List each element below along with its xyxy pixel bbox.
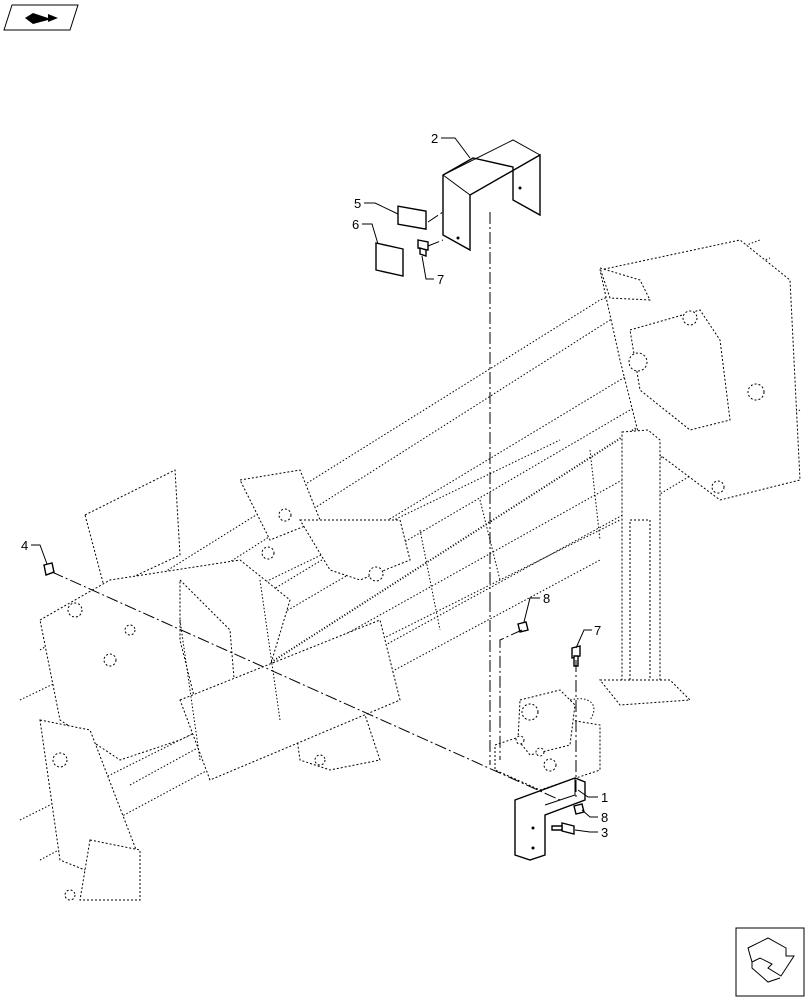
callout-8-upper: 8: [543, 591, 550, 606]
part-nut-left: [43, 562, 55, 576]
callout-labels: 2 5 6 7 4 8 7 1 8 3: [21, 131, 608, 840]
part-nut-upper: [517, 621, 529, 633]
previous-page-icon[interactable]: [3, 4, 79, 31]
assembly-lines: [51, 211, 577, 801]
part-bolt-right: [571, 645, 581, 667]
callout-6: 6: [352, 217, 359, 232]
callout-7-upper: 7: [437, 272, 444, 287]
callout-1: 1: [601, 790, 608, 805]
callout-4: 4: [21, 538, 28, 553]
callout-7-right: 7: [594, 623, 601, 638]
part-decal-small: [397, 205, 427, 230]
boom-frame: [19, 239, 801, 901]
callout-3: 3: [601, 825, 608, 840]
callout-8-lower: 8: [601, 810, 608, 825]
part-decal-large: [375, 242, 404, 277]
part-valve-assembly: [494, 689, 601, 791]
callout-5: 5: [354, 196, 361, 211]
part-cover-bracket: [442, 139, 541, 252]
part-nut-lower: [573, 803, 585, 815]
next-page-icon[interactable]: [735, 927, 805, 997]
callout-2: 2: [431, 131, 438, 146]
callout-leaders: [31, 137, 598, 833]
part-mounting-bracket: [514, 777, 586, 861]
part-bolt-lower: [551, 822, 575, 835]
part-bolt-upper: [417, 239, 429, 257]
